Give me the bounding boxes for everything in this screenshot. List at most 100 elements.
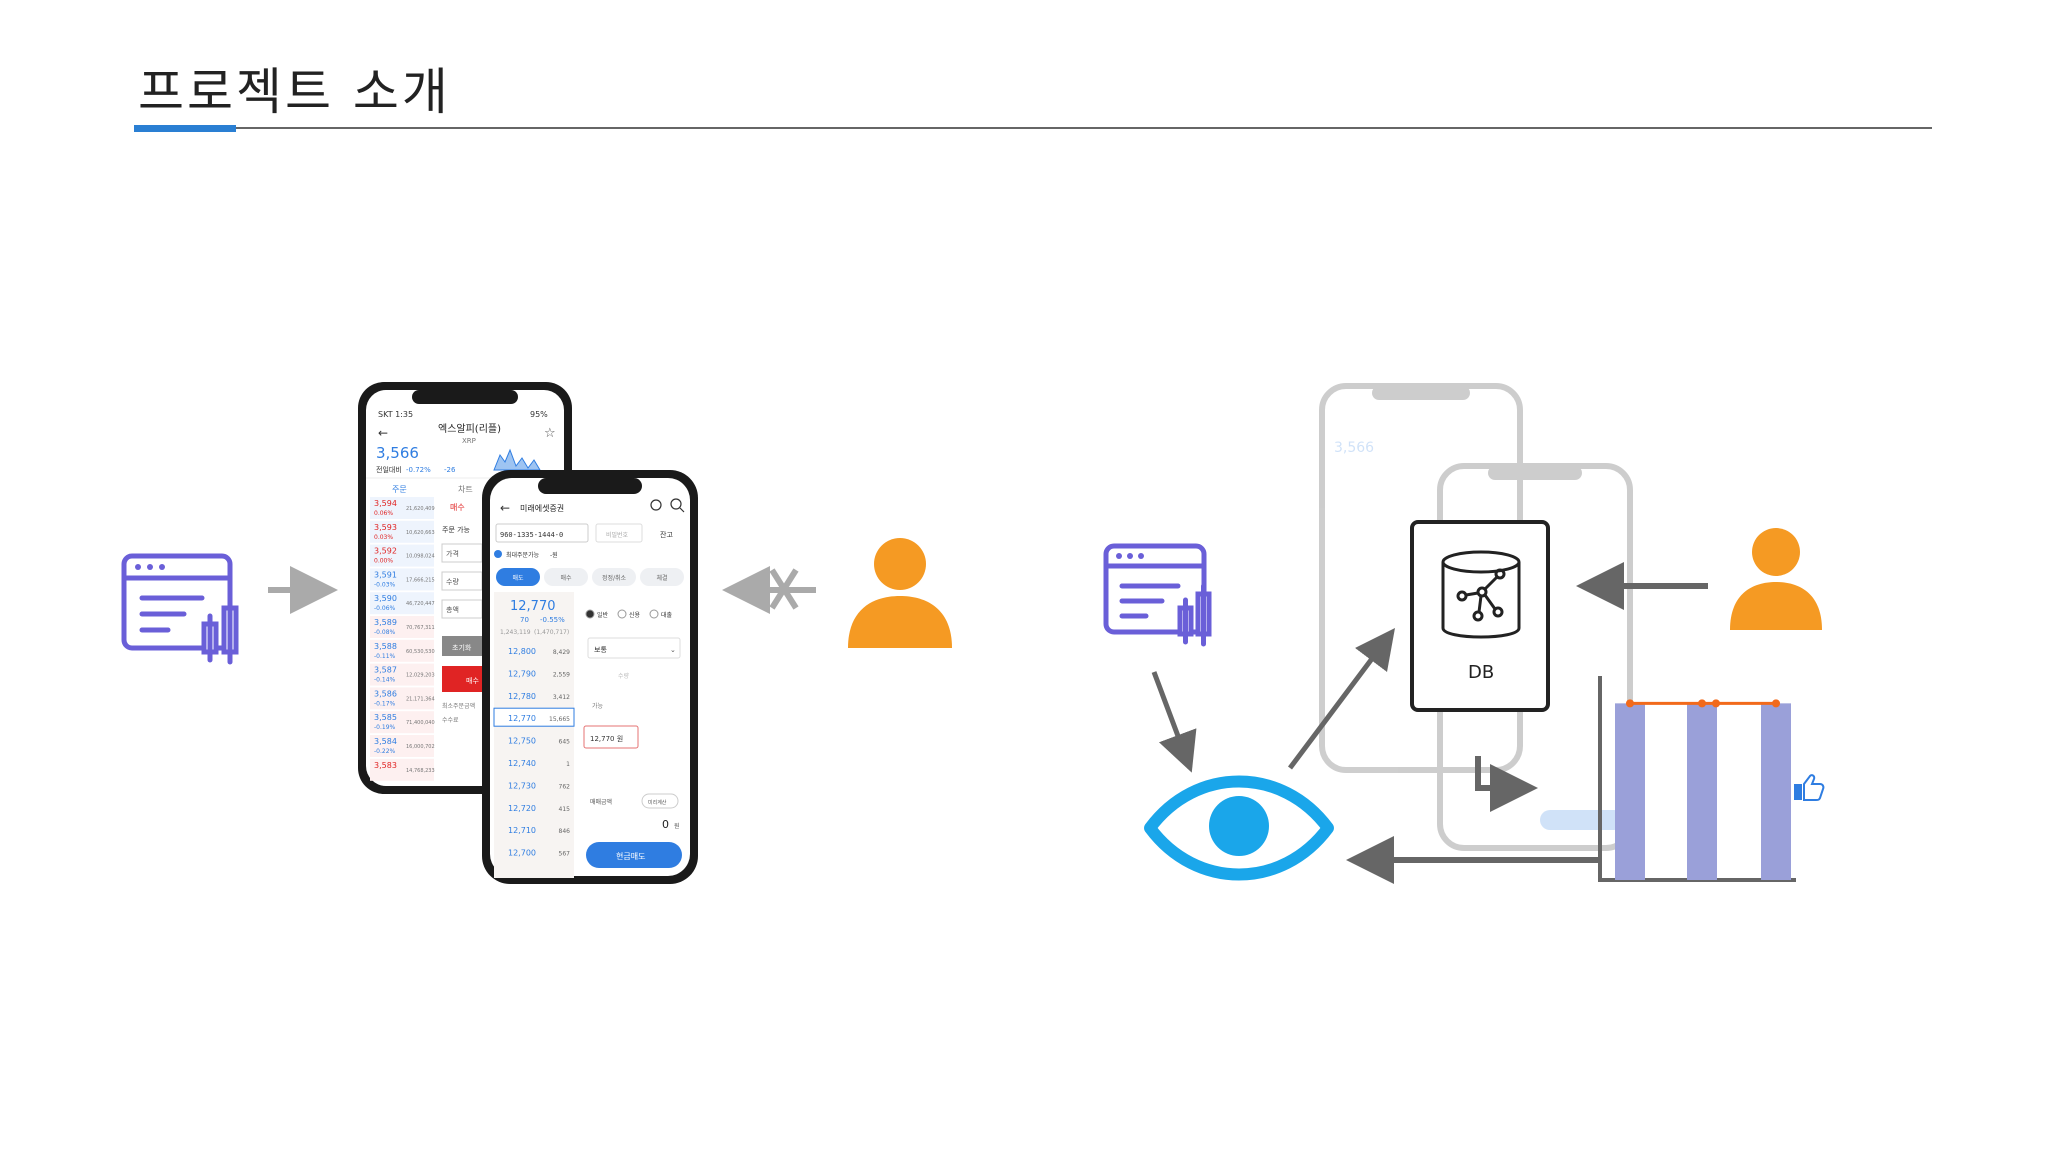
- title-accent-bar: [134, 125, 236, 132]
- orderbook-qty: 15,665: [549, 716, 570, 723]
- orderbook-volume: 21,620,409: [406, 506, 435, 512]
- chart-point: [1772, 699, 1780, 708]
- phone-front-mirae: ← 미래에셋증권 960-1335-1444-0 비밀번호 잔고 최대주문가능 …: [482, 470, 698, 884]
- orderbook-price: 12,710: [508, 826, 536, 835]
- orderbook-row[interactable]: [370, 711, 434, 734]
- phone-back-change-abs: -26: [444, 466, 456, 474]
- orderbook-current-row[interactable]: [493, 707, 575, 727]
- phone-front-tab[interactable]: [544, 568, 588, 586]
- orderbook-qty: 3,412: [553, 694, 570, 701]
- orderbook-pct: -0.14%: [374, 677, 396, 684]
- chart-bar: [1615, 703, 1645, 880]
- orderbook-volume: 14,768,233: [406, 768, 435, 774]
- orderbook-price: 3,588: [374, 642, 397, 651]
- phone-front-change-pct: -0.55%: [540, 616, 565, 624]
- phone-front-tab[interactable]: [592, 568, 636, 586]
- phone-back-subtitle: XRP: [462, 437, 476, 445]
- radio-option[interactable]: [585, 609, 595, 619]
- orderbook-row[interactable]: [370, 639, 434, 662]
- phone-back-field-price[interactable]: 가격: [446, 549, 459, 558]
- phone-front-title: 미래에셋증권: [520, 503, 564, 513]
- title-divider: [134, 127, 1932, 129]
- orderbook-row[interactable]: [370, 758, 434, 781]
- orderbook-qty: 762: [559, 783, 571, 790]
- orderbook-pct: -0.03%: [374, 581, 396, 588]
- phone-front-calc-button[interactable]: 미리계산: [648, 799, 667, 806]
- db-label: DB: [1468, 662, 1494, 683]
- mini-chart: [493, 448, 541, 471]
- chevron-down-icon[interactable]: ⌄: [670, 646, 676, 654]
- phone-front-amount-label: 매매금액: [590, 798, 612, 806]
- chart-bar: [1687, 703, 1717, 880]
- phone-front-sell-button[interactable]: 현금매도: [616, 852, 645, 861]
- orderbook-row[interactable]: [370, 497, 434, 519]
- radio-option[interactable]: [617, 609, 627, 619]
- person-icon: [1730, 528, 1822, 630]
- orderbook-pct: 0.00%: [374, 558, 393, 565]
- phone-front-balance[interactable]: 잔고: [660, 530, 673, 539]
- orderbook-price: 3,592: [374, 547, 397, 556]
- orderbook-row[interactable]: [370, 663, 434, 686]
- phone-back-tab-order[interactable]: 주문: [392, 485, 407, 494]
- orderbook-row[interactable]: [370, 687, 434, 710]
- orderbook-row[interactable]: [370, 544, 434, 567]
- orderbook-row[interactable]: [370, 735, 434, 757]
- orderbook-price: 12,740: [508, 759, 536, 768]
- phone-back-orderbook: 3,5940.06%21,620,4093,5930.03%10,620,663…: [370, 497, 435, 781]
- orderbook-qty: 567: [559, 851, 571, 858]
- phone-front-order-type[interactable]: 보통: [594, 646, 607, 654]
- orderbook-volume: 46,720,447: [406, 601, 435, 607]
- orderbook-pct: -0.17%: [374, 700, 396, 707]
- phone-back-price: 3,566: [376, 444, 419, 462]
- orderbook-row[interactable]: [370, 568, 434, 591]
- settings-icon[interactable]: [650, 499, 662, 511]
- orderbook-volume: 12,029,203: [406, 673, 435, 679]
- radio-option[interactable]: [649, 609, 659, 619]
- trading-app-candlestick-icon: [121, 553, 239, 665]
- arrow-app-to-eye: [1151, 671, 1197, 773]
- orderbook-pct: -0.22%: [374, 748, 396, 755]
- orderbook-price: 3,584: [374, 737, 397, 746]
- back-arrow-icon: ←: [378, 426, 388, 440]
- phone-front-change: 70: [520, 616, 529, 624]
- orderbook-qty: 415: [559, 806, 571, 813]
- phone-back-title: 엑스알피(리플): [438, 423, 501, 435]
- orderbook-price: 12,770: [508, 714, 536, 723]
- bar-chart: [1598, 676, 1796, 882]
- orderbook-row[interactable]: [370, 592, 434, 615]
- orderbook-price: 3,586: [374, 689, 397, 698]
- orderbook-volume: 60,530,530: [406, 649, 435, 655]
- star-icon: ☆: [544, 426, 556, 441]
- search-icon[interactable]: [670, 498, 682, 510]
- phone-front-tab-label: 체결: [656, 574, 667, 582]
- phone-front-qty-label[interactable]: 수량: [618, 673, 630, 680]
- orderbook-volume: 17,666,215: [406, 577, 435, 583]
- orderbook-pct: 0.03%: [374, 534, 393, 541]
- phone-front-tab[interactable]: [496, 568, 540, 586]
- phone-front-account[interactable]: 960-1335-1444-0: [500, 531, 563, 539]
- phone-back-tab-chart[interactable]: 차트: [458, 485, 473, 494]
- phone-back-field-total[interactable]: 총액: [446, 605, 459, 614]
- phone-back-reset-button[interactable]: 초기화: [452, 643, 472, 652]
- radio-option-label: 일반: [597, 611, 609, 619]
- phone-back-change-pct: -0.72%: [406, 466, 431, 474]
- phone-front-password[interactable]: 비밀번호: [606, 531, 629, 539]
- orderbook-volume: 16,000,702: [406, 744, 435, 750]
- phone-back-field-qty[interactable]: 수량: [446, 578, 459, 586]
- orderbook-volume: 70,767,311: [406, 625, 435, 631]
- orderbook-pct: 0.06%: [374, 510, 393, 517]
- phone-front-volume: 1,243,119: [500, 629, 531, 636]
- phone-front-price-input[interactable]: 12,770 원: [590, 734, 623, 743]
- orderbook-price: 3,594: [374, 499, 397, 508]
- phone-back-min-order: 최소주문금액: [442, 702, 475, 710]
- phone-front-tab[interactable]: [640, 568, 684, 586]
- orderbook-price: 12,750: [508, 737, 536, 746]
- phone-front-max-unit: -원: [550, 551, 558, 559]
- orderbook-row[interactable]: [370, 616, 434, 638]
- phone-back-order-button[interactable]: 매수: [466, 677, 479, 685]
- orderbook-price: 3,593: [374, 523, 397, 532]
- orderbook-row[interactable]: [370, 520, 434, 543]
